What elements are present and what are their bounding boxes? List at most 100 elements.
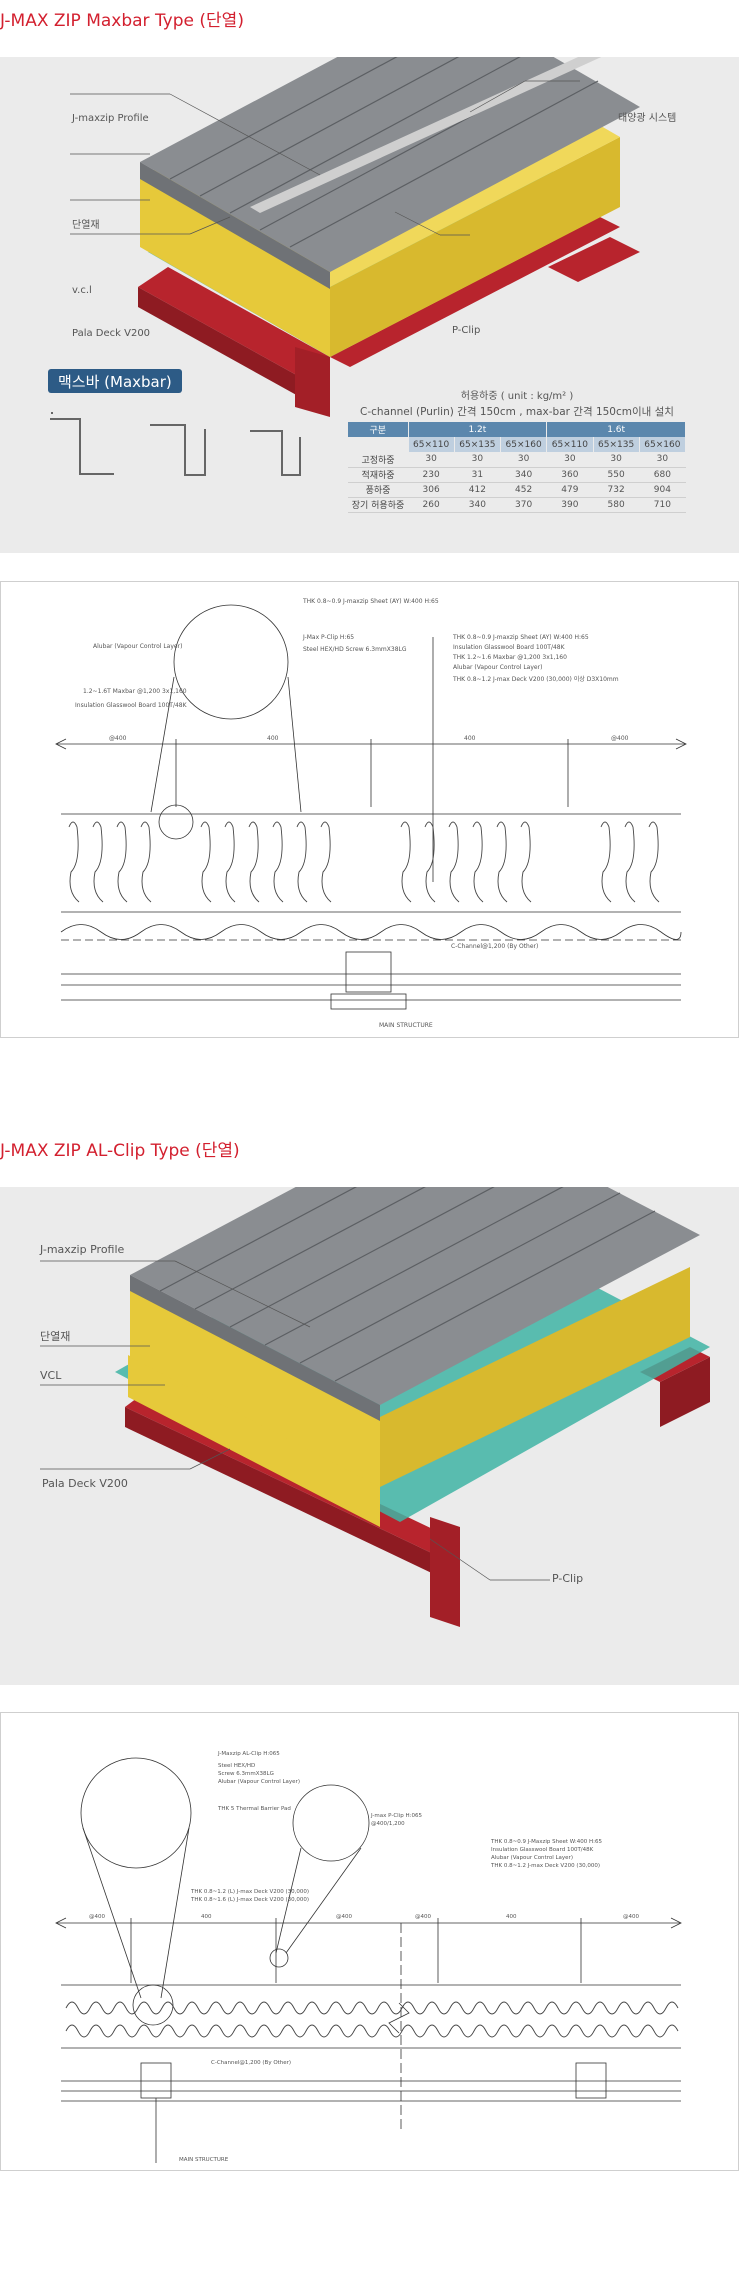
maxbar-roof-illustration [70, 57, 640, 417]
drawing-note: Alubar (Vapour Control Layer) [453, 664, 543, 671]
label-pclip: P-Clip [552, 1572, 584, 1585]
size-cell: 65×110 [408, 437, 455, 452]
table-cell: 412 [454, 482, 501, 498]
dim-label: @400 [336, 1914, 352, 1920]
label-vcl: VCL [40, 1369, 62, 1382]
drawing-note: Alubar (Vapour Control Layer) [218, 1779, 300, 1785]
load-table-block: 허용하중 ( unit : kg/m² ) C-channel (Purlin)… [348, 387, 687, 513]
dim-label: 400 [267, 735, 279, 742]
table-cell: 479 [546, 482, 593, 498]
label-deck: Pala Deck V200 [72, 328, 151, 339]
section2-title: J-MAX ZIP AL-Clip Type (단열) [0, 1141, 240, 1161]
group-2: 1.6t [546, 422, 686, 437]
table-cell: 30 [454, 452, 501, 468]
maxbar-badge: 맥스바 (Maxbar) [48, 369, 182, 393]
table-cell: 550 [593, 467, 640, 483]
purlin-note: C-Channel@1,200 (By Other) [451, 943, 539, 950]
label-deck: Pala Deck V200 [42, 1477, 128, 1490]
drawing-note: Insulation Glasswool Board 100T/48K [75, 702, 187, 709]
table-cell: 30 [546, 452, 593, 468]
drawing-note: THK 0.8~0.9 J-maxzip Sheet (AY) W:400 H:… [303, 598, 439, 605]
alclip-drawing-svg [55, 1757, 682, 2163]
label-insulation: 단열재 [72, 220, 100, 231]
table-cell: 30 [593, 452, 640, 468]
alclip-roof-illustration [40, 1187, 710, 1627]
table-cell: 452 [500, 482, 547, 498]
table-cell: 390 [546, 497, 593, 513]
label-pclip: P-Clip [452, 325, 481, 336]
dim-label: @400 [611, 735, 629, 742]
table-cell: 306 [408, 482, 455, 498]
drawing-note: Steel HEX/HD [218, 1763, 256, 1769]
table-cell: 580 [593, 497, 640, 513]
drawing-note: THK 0.8~0.9 J-Maxzip Sheet W:400 H:65 [491, 1839, 602, 1845]
row-label: 고정하중 [348, 452, 408, 468]
dim-label: 400 [506, 1914, 517, 1920]
alclip-illustration-panel: J-maxzip Profile 단열재 VCL Pala Deck V200 … [0, 1187, 739, 1685]
row-label: 풍하중 [348, 482, 408, 498]
label-solar: 태양광 시스템 [618, 113, 677, 124]
load-table-subtitle: C-channel (Purlin) 간격 150cm , max-bar 간격… [360, 406, 674, 418]
drawing-note: Insulation Glasswool Board 100T/48K [453, 644, 565, 651]
drawing-note: Screw 6.3mmX38LG [218, 1771, 274, 1777]
table-row: 고정하중 30 30 30 30 30 30 [348, 452, 686, 468]
drawing-note: J-Maxzip AL-Clip H:065 [218, 1751, 280, 1757]
drawing-note: Alubar (Vapour Control Layer) [93, 643, 183, 650]
table-row: 풍하중 306 412 452 479 732 904 [348, 482, 686, 498]
drawing-note: THK 0.8~1.2 J-max Deck V200 (30,000) [491, 1863, 600, 1869]
purlin-note: C-Channel@1,200 (By Other) [211, 2060, 292, 2066]
main-structure-label: MAIN STRUCTURE [379, 1022, 433, 1029]
size-cell: 65×160 [639, 437, 687, 452]
drawing-note: THK 0.8~0.9 J-maxzip Sheet (AY) W:400 H:… [453, 634, 589, 641]
alclip-section-drawing: J-Maxzip AL-Clip H:065 Steel HEX/HD Scre… [0, 1712, 739, 2171]
table-row: 장기 허용하중 260 340 370 390 580 710 [348, 497, 686, 513]
size-cell: 65×110 [546, 437, 594, 452]
drawing-note: 1.2~1.6T Maxbar @1,200 3x1,160 [83, 688, 187, 695]
table-cell: 30 [639, 452, 686, 468]
table-cell: 370 [500, 497, 547, 513]
label-vcl: v.c.l [72, 285, 92, 296]
table-cell: 30 [500, 452, 547, 468]
main-structure-label: MAIN STRUCTURE [179, 2157, 229, 2163]
drawing-note: J-Max P-Clip H:65 [303, 634, 355, 641]
dim-label: 400 [201, 1914, 212, 1920]
row-label: 장기 허용하중 [348, 497, 408, 513]
drawing-note: THK 0.8~1.6 (L) J-max Deck V200 (30,000) [191, 1897, 310, 1903]
table-cell: 260 [408, 497, 455, 513]
size-cell: 65×135 [454, 437, 502, 452]
table-cell: 360 [546, 467, 593, 483]
label-profile: J-maxzip Profile [72, 113, 149, 124]
table-cell: 904 [639, 482, 686, 498]
table-cell: 340 [500, 467, 547, 483]
table-cell: 230 [408, 467, 455, 483]
dim-label: @400 [415, 1914, 431, 1920]
dim-label: @400 [89, 1914, 105, 1920]
drawing-note: THK 0.8~1.2 J-max Deck V200 (30,000) 이상 … [453, 676, 619, 683]
load-table: 구분 1.2t 1.6t 65×110 65×135 65×160 65×110… [348, 422, 687, 513]
table-row: 적재하중 230 31 340 360 550 680 [348, 467, 686, 483]
drawing-note: Insulation Glasswool Board 100T/48K [491, 1847, 594, 1853]
label-insulation: 단열재 [40, 1330, 71, 1343]
drawing-note: THK 0.8~1.2 (L) J-max Deck V200 (30,000) [191, 1889, 310, 1895]
row-label: 적재하중 [348, 467, 408, 483]
section1-title: J-MAX ZIP Maxbar Type (단열) [0, 11, 244, 31]
dim-label: @400 [623, 1914, 639, 1920]
table-cell: 340 [454, 497, 501, 513]
drawing-note: J-max P-Clip H:065 [371, 1813, 422, 1819]
drawing-note: THK 1.2~1.6 Maxbar @1,200 3x1,160 [453, 654, 567, 661]
group-1: 1.2t [408, 422, 548, 437]
table-cell: 31 [454, 467, 501, 483]
dim-label: @400 [109, 735, 127, 742]
maxbar-drawing-svg [55, 604, 687, 1010]
maxbar-profiles [50, 412, 301, 476]
size-cell: 65×135 [593, 437, 640, 452]
drawing-note: THK 5 Thermal Barrier Pad [218, 1806, 291, 1812]
load-table-title: 허용하중 ( unit : kg/m² ) [460, 391, 574, 402]
drawing-note: Steel HEX/HD Screw 6.3mmX38LG [303, 646, 407, 653]
dim-label: 400 [464, 735, 476, 742]
header-label: 구분 [348, 422, 409, 437]
table-cell: 680 [639, 467, 686, 483]
size-cell: 65×160 [500, 437, 548, 452]
drawing-note: @400/1,200 [371, 1821, 405, 1827]
table-cell: 30 [408, 452, 455, 468]
